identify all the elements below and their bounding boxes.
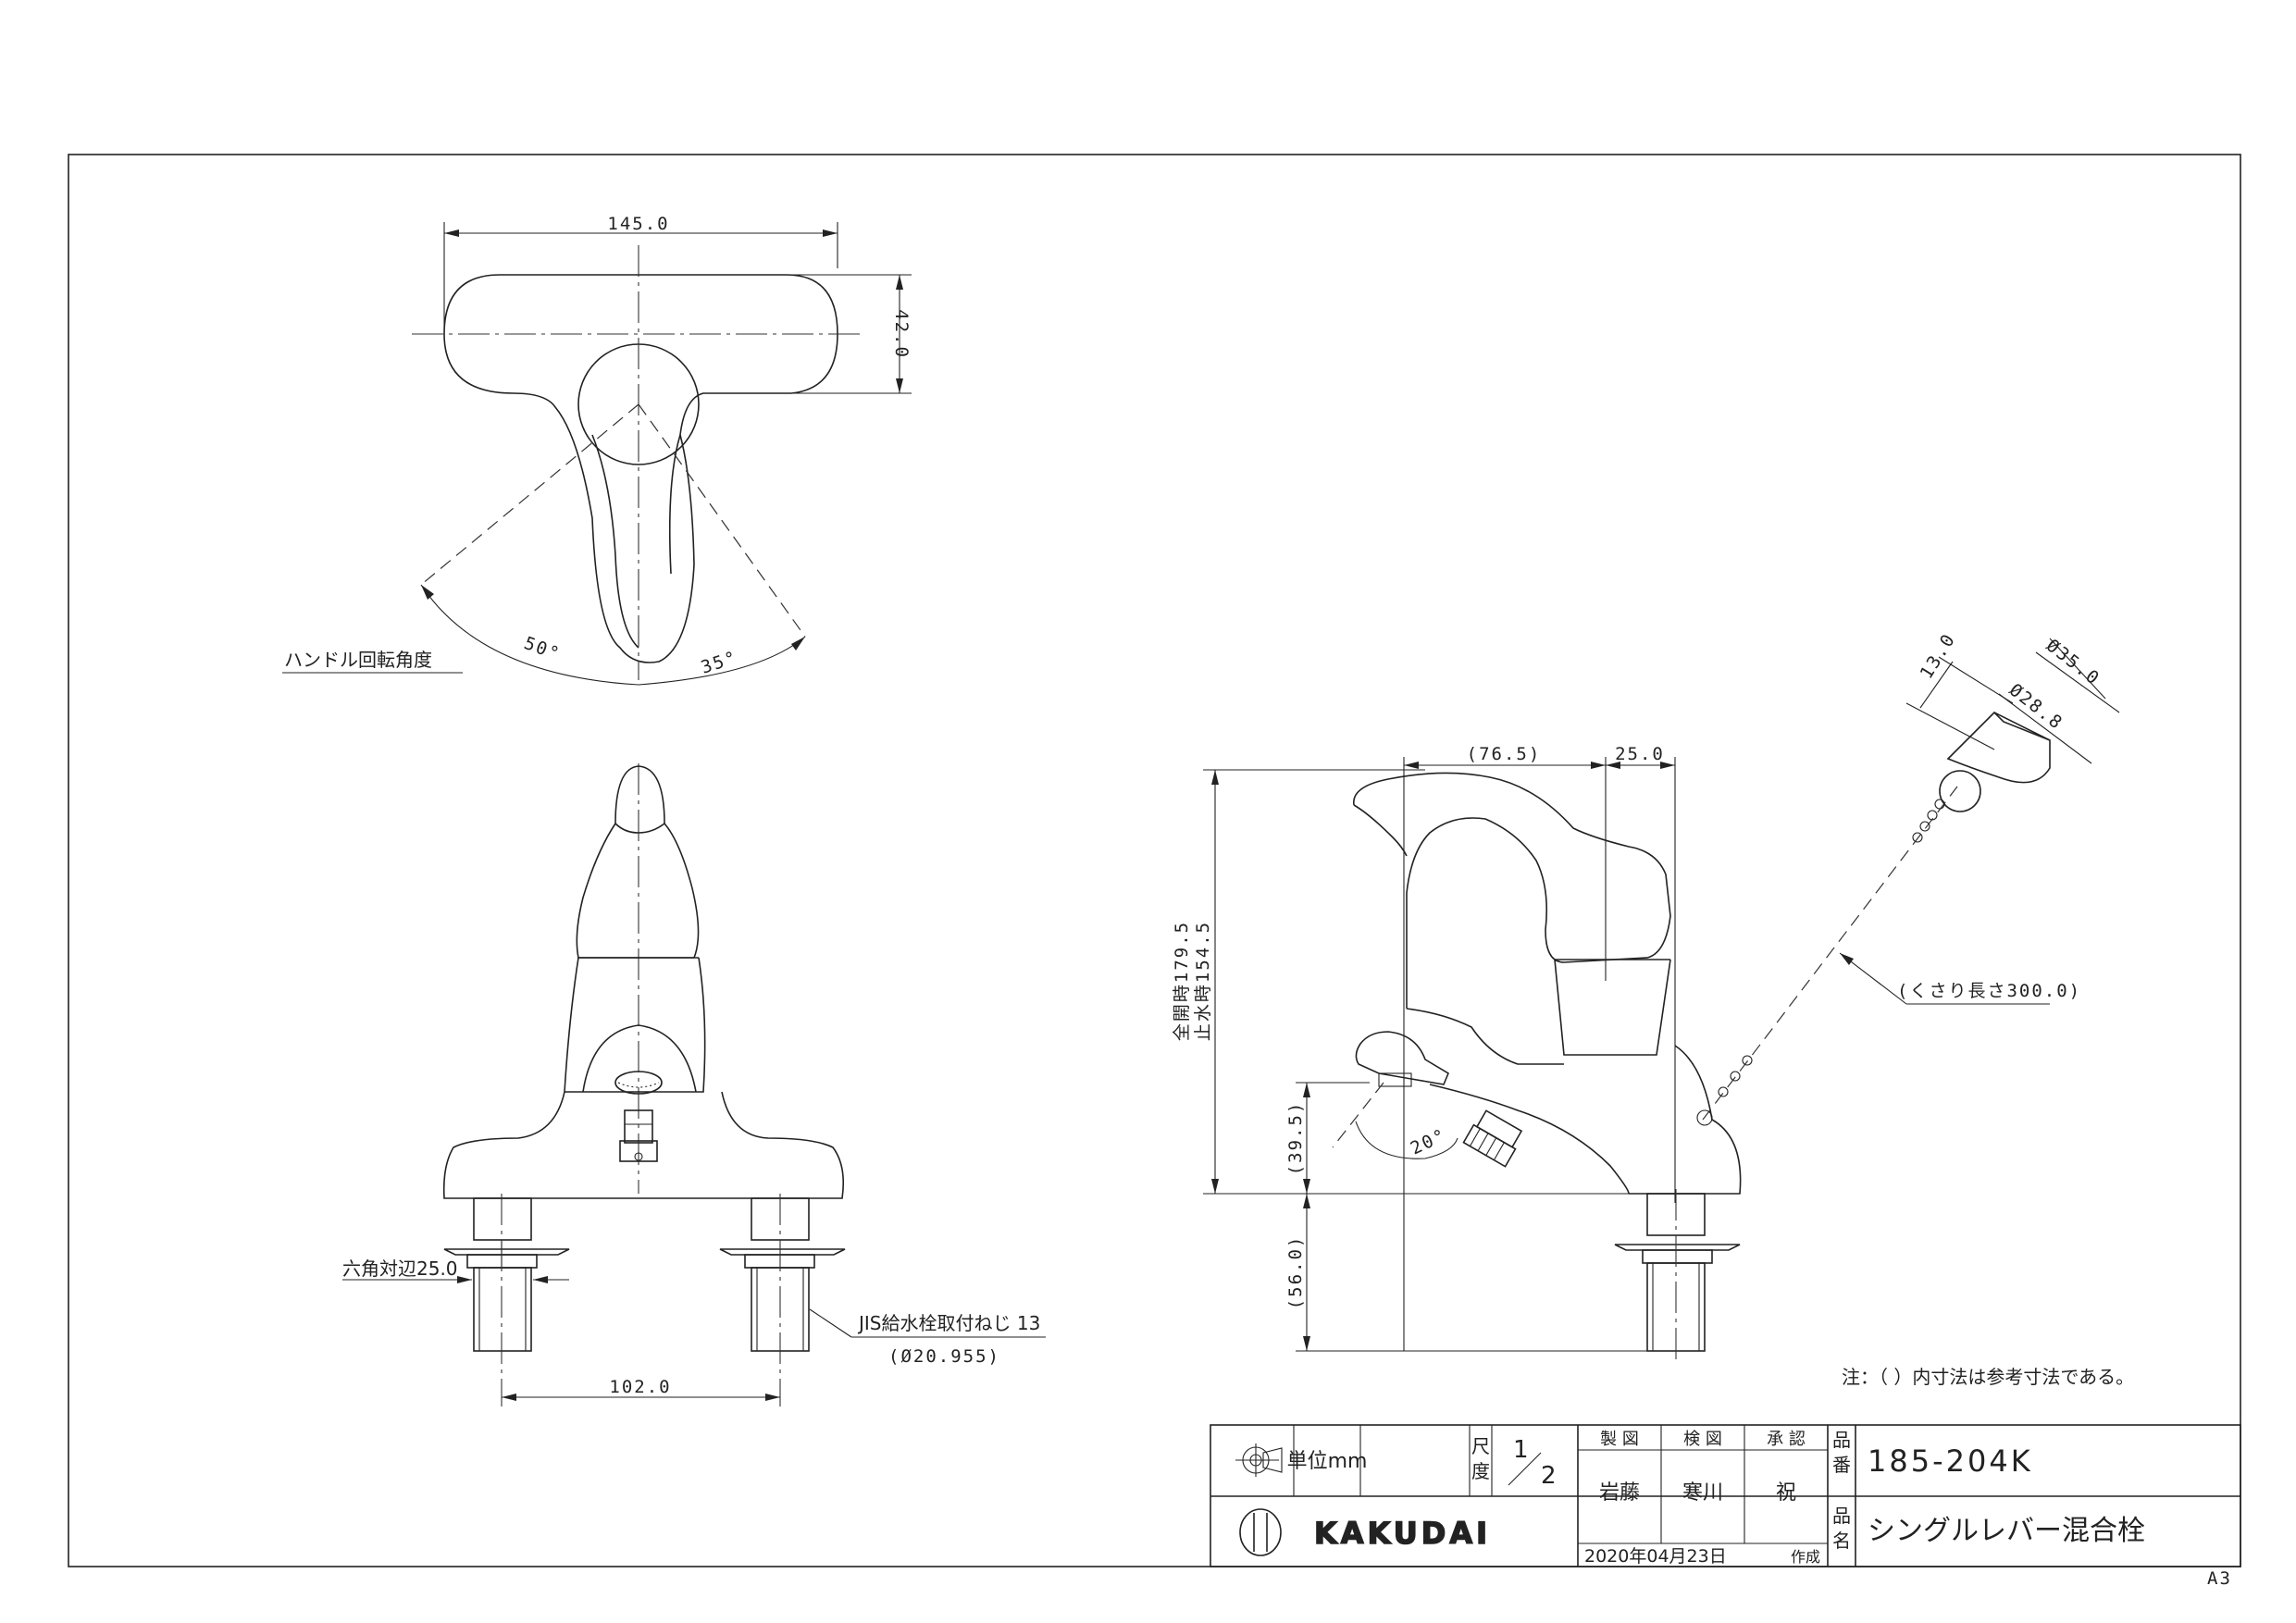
- unit-label: 単位mm: [1287, 1450, 1368, 1473]
- part-name-label-1: 品: [1832, 1505, 1851, 1527]
- thread-dia: (Ø20.955): [888, 1346, 1000, 1367]
- part-name-label-2: 名: [1832, 1530, 1851, 1552]
- pop-angle: 20°: [1408, 1125, 1450, 1159]
- height-full: 全開時179.5: [1172, 921, 1192, 1041]
- side-view: (76.5) 25.0 全開時179.5 止水時154.5 (39.5) (56…: [1172, 629, 2120, 1365]
- approved-label: 承 認: [1767, 1430, 1806, 1449]
- checked-by: 寒川: [1682, 1481, 1723, 1505]
- drawn-by: 岩藤: [1599, 1481, 1640, 1505]
- dim-shank-length: (56.0): [1285, 1235, 1306, 1310]
- plug-outer: Ø35.0: [2042, 636, 2104, 690]
- handle-rotation-label: ハンドル回転角度: [284, 649, 432, 671]
- checked-label: 検 図: [1683, 1430, 1722, 1449]
- part-name: シングルレバー混合栓: [1868, 1515, 2145, 1547]
- projection-symbol-icon: [1235, 1443, 1283, 1477]
- height-closed: 止水時154.5: [1193, 921, 1213, 1041]
- top-view: 145.0 42.0 50° 35° ハンドル回転角度: [282, 214, 912, 686]
- created-label: 作成: [1791, 1548, 1820, 1566]
- drawn-label: 製 図: [1600, 1430, 1639, 1449]
- scale-denominator: 2: [1541, 1462, 1557, 1490]
- front-view: 六角対辺25.0 102.0 JIS給水栓取付ねじ 13 (Ø20.955): [342, 763, 1046, 1406]
- kakudai-logo-icon: KAKUDAI: [1239, 1508, 1491, 1556]
- dim-spout-height: (39.5): [1285, 1101, 1306, 1176]
- date: 2020年04月23日: [1584, 1546, 1727, 1567]
- part-no-label-2: 番: [1832, 1454, 1851, 1476]
- sheet-size: A3: [2207, 1568, 2232, 1589]
- plug-height: 13.0: [1917, 629, 1960, 682]
- dim-pitch: 102.0: [609, 1377, 671, 1397]
- dim-top-depth: 42.0: [891, 309, 912, 359]
- chain-length: (くさり長さ300.0): [1897, 981, 2081, 1001]
- dim-spout-reach: (76.5): [1467, 744, 1542, 764]
- brand-text: KAKUDAI: [1314, 1516, 1491, 1551]
- part-number: 185-204K: [1868, 1443, 2033, 1479]
- thread-label: JIS給水栓取付ねじ 13: [857, 1312, 1040, 1334]
- approved-by: 祝: [1776, 1481, 1796, 1505]
- scale-label-1: 尺: [1471, 1435, 1490, 1457]
- hex-label: 六角対辺25.0: [342, 1258, 458, 1280]
- dim-base-depth: 25.0: [1615, 744, 1665, 764]
- drawing-border: [68, 154, 2241, 1567]
- angle-left: 50°: [521, 633, 563, 664]
- dim-top-width: 145.0: [607, 214, 669, 234]
- note: 注：（ ）内寸法は参考寸法である。: [1842, 1366, 2134, 1388]
- scale-label-2: 度: [1471, 1460, 1490, 1482]
- part-no-label-1: 品: [1832, 1429, 1851, 1451]
- title-block: 単位mm 尺 度 1 2 製 図 検 図 承 認 岩藤 寒川 祝 2020年04…: [1210, 1424, 2241, 1567]
- scale-numerator: 1: [1513, 1436, 1529, 1464]
